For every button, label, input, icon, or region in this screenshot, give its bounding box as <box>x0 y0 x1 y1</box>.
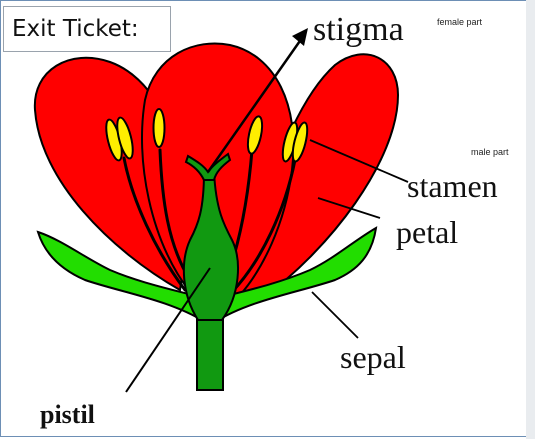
label-pistil: pistil <box>40 400 95 429</box>
label-sepal: sepal <box>340 339 406 375</box>
label-male-part: male part <box>471 147 509 157</box>
label-stamen: stamen <box>407 168 498 204</box>
stigma-arrowhead <box>292 28 308 46</box>
label-female-part: female part <box>437 17 483 27</box>
exit-ticket-label: Exit Ticket: <box>12 16 139 42</box>
stem <box>197 318 223 390</box>
exit-ticket-box[interactable]: Exit Ticket: <box>3 6 171 52</box>
label-stigma: stigma <box>313 11 404 48</box>
label-petal: petal <box>396 214 458 250</box>
